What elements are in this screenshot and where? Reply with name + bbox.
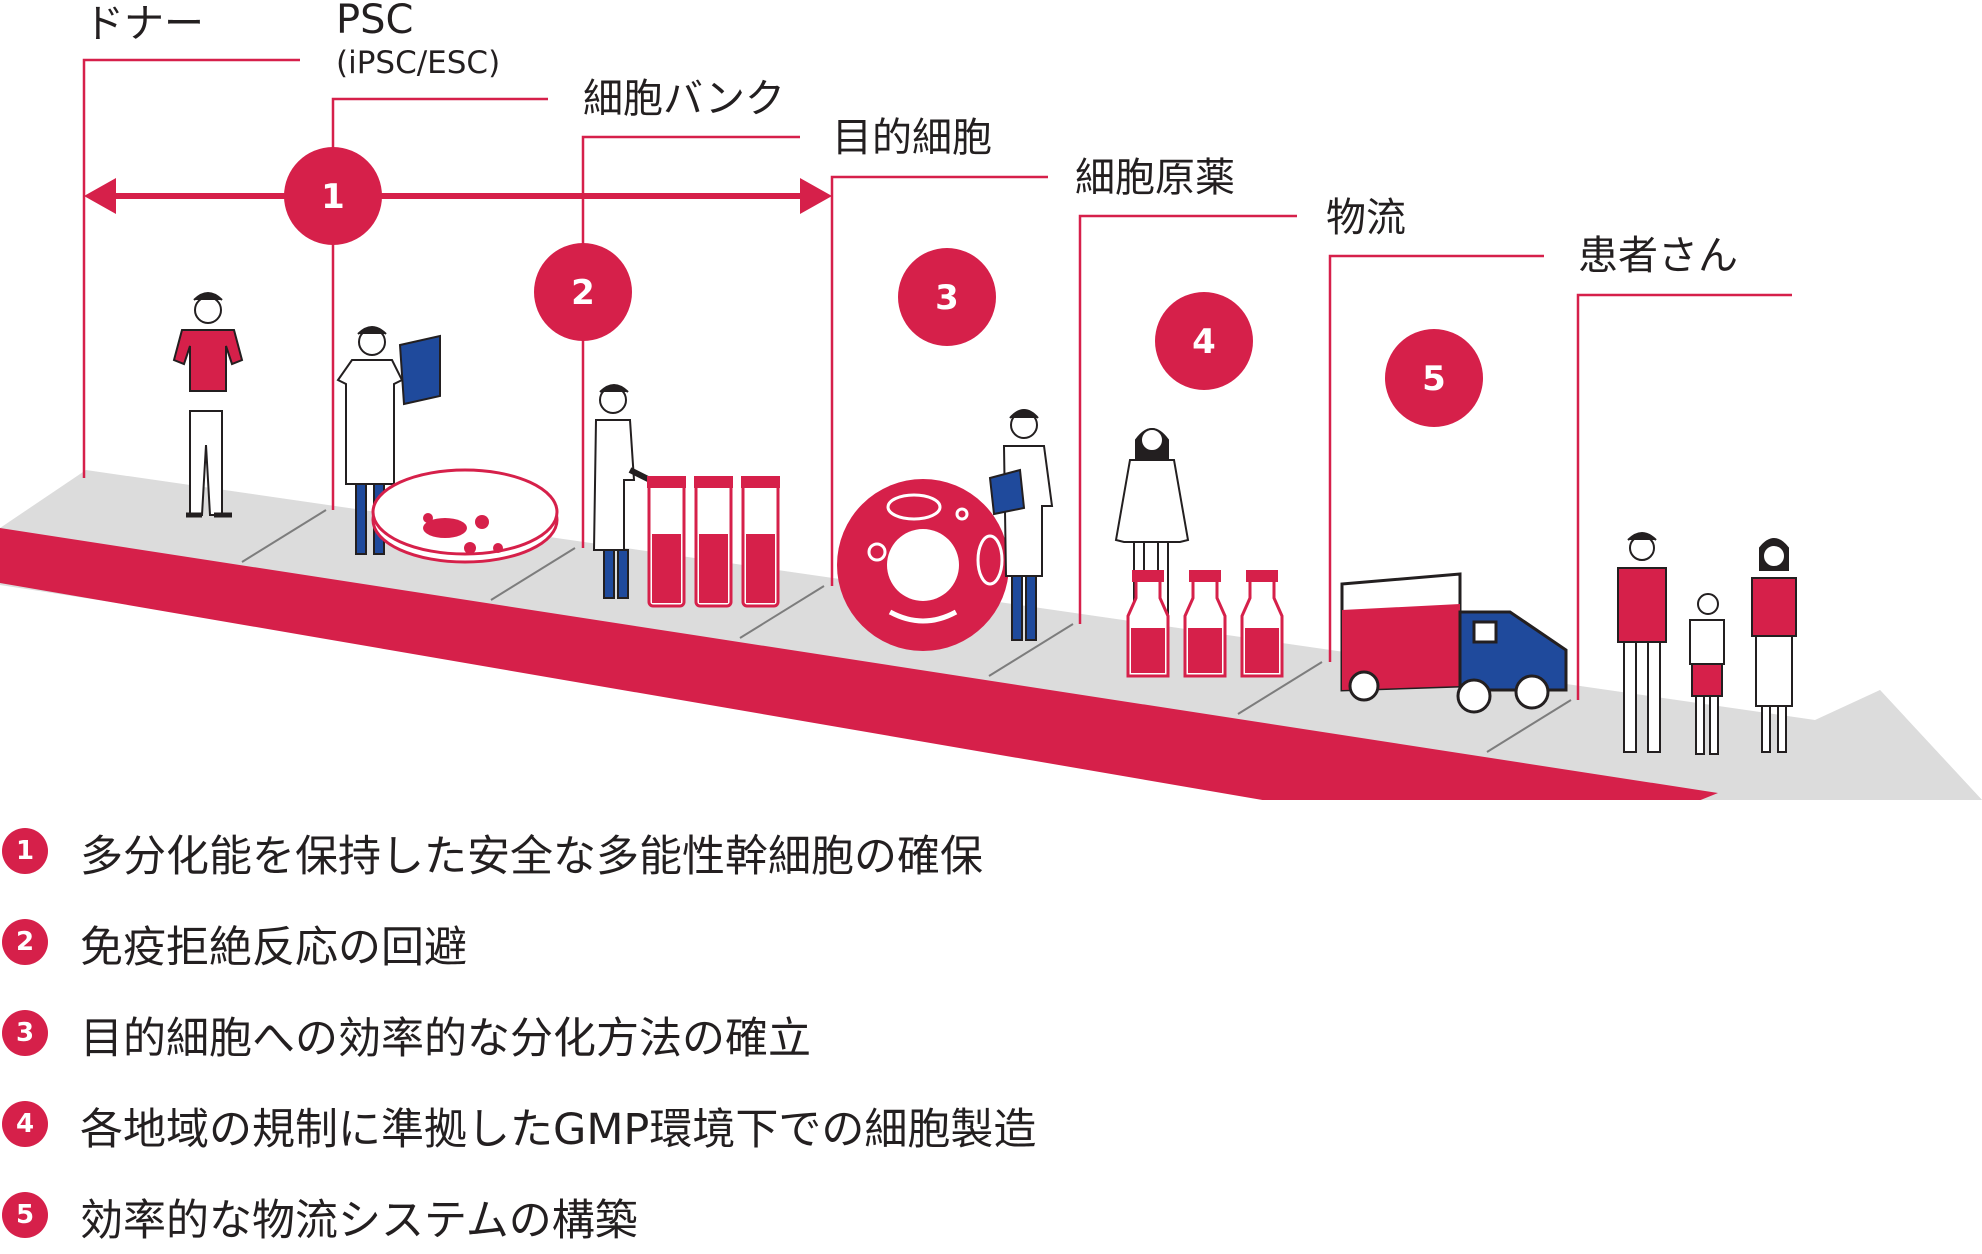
stage-label-drug-substance-text: 細胞原薬 — [1075, 155, 1235, 201]
legend-item-2: 2 免疫拒絶反応の回避 — [0, 901, 1400, 981]
legend-text-3: 目的細胞への効率的な分化方法の確立 — [80, 1014, 811, 1064]
legend-text-5: 効率的な物流システムの構築 — [80, 1196, 638, 1246]
step-marker-3-label: 3 — [935, 278, 959, 318]
red-vials-icon — [647, 476, 780, 608]
legend-number-3: 3 — [2, 1010, 48, 1056]
step-marker-3 — [898, 248, 996, 346]
legend-item-4: 4 各地域の規制に準拠したGMP環境下での細胞製造 — [0, 1083, 1400, 1163]
value-chain-diagram: 1 2 3 4 5 — [0, 58, 1982, 800]
stage-label-psc-text: PSC — [336, 0, 414, 43]
stage-label-donor: ドナー — [84, 2, 204, 46]
legend-item-5: 5 効率的な物流システムの構築 — [0, 1174, 1400, 1254]
stage-label-cell-bank-text: 細胞バンク — [583, 76, 785, 122]
challenge-legend: 1 多分化能を保持した安全な多能性幹細胞の確保 2 免疫拒絶反応の回避 3 目的… — [0, 810, 1982, 1248]
range-arrow — [84, 178, 832, 214]
stage-label-target-cell: 目的細胞 — [832, 116, 992, 160]
step-marker-2-label: 2 — [571, 273, 595, 313]
step-marker-5-label: 5 — [1422, 359, 1446, 399]
donor-person-icon — [172, 292, 244, 518]
stage-label-logistics: 物流 — [1326, 196, 1406, 240]
stage-label-patient: 患者さん — [1578, 234, 1738, 278]
step-marker-4-label: 4 — [1192, 322, 1216, 362]
step-marker-4 — [1155, 292, 1253, 390]
scientist-folder-icon — [988, 409, 1054, 641]
legend-item-1: 1 多分化能を保持した安全な多能性幹細胞の確保 — [0, 810, 1400, 890]
step-marker-2 — [534, 243, 632, 341]
legend-number-2: 2 — [2, 919, 48, 965]
stage-label-drug-substance: 細胞原薬 — [1075, 156, 1235, 200]
patient-family-icon — [1617, 532, 1797, 755]
step-marker-1 — [284, 147, 382, 245]
drug-vials-icon — [1126, 570, 1284, 678]
legend-text-4: 各地域の規制に準拠したGMP環境下での細胞製造 — [80, 1105, 1037, 1155]
stage-label-psc: PSC (iPSC/ESC) — [336, 0, 500, 80]
petri-dish-icon — [371, 468, 559, 564]
legend-number-5: 5 — [2, 1192, 48, 1238]
stage-label-donor-text: ドナー — [84, 1, 204, 47]
legend-text-2: 免疫拒絶反応の回避 — [80, 923, 467, 973]
legend-item-3: 3 目的細胞への効率的な分化方法の確立 — [0, 992, 1400, 1072]
delivery-truck-icon — [1340, 572, 1568, 714]
legend-text-1: 多分化能を保持した安全な多能性幹細胞の確保 — [80, 832, 983, 882]
target-cell-icon — [837, 479, 1009, 651]
step-marker-5 — [1385, 329, 1483, 427]
stage-label-patient-text: 患者さん — [1578, 233, 1738, 279]
legend-number-1: 1 — [2, 828, 48, 874]
stage-label-psc-subtext: (iPSC/ESC) — [336, 45, 501, 81]
scientist-vials-icon — [592, 384, 652, 599]
stage-label-logistics-text: 物流 — [1326, 195, 1406, 241]
stage-label-cell-bank: 細胞バンク — [583, 77, 785, 121]
step-markers: 1 2 3 4 5 — [284, 147, 1483, 427]
step-marker-1-label: 1 — [321, 177, 345, 217]
legend-number-4: 4 — [2, 1101, 48, 1147]
stage-label-target-cell-text: 目的細胞 — [832, 115, 992, 161]
stage-dividers — [82, 58, 1792, 700]
